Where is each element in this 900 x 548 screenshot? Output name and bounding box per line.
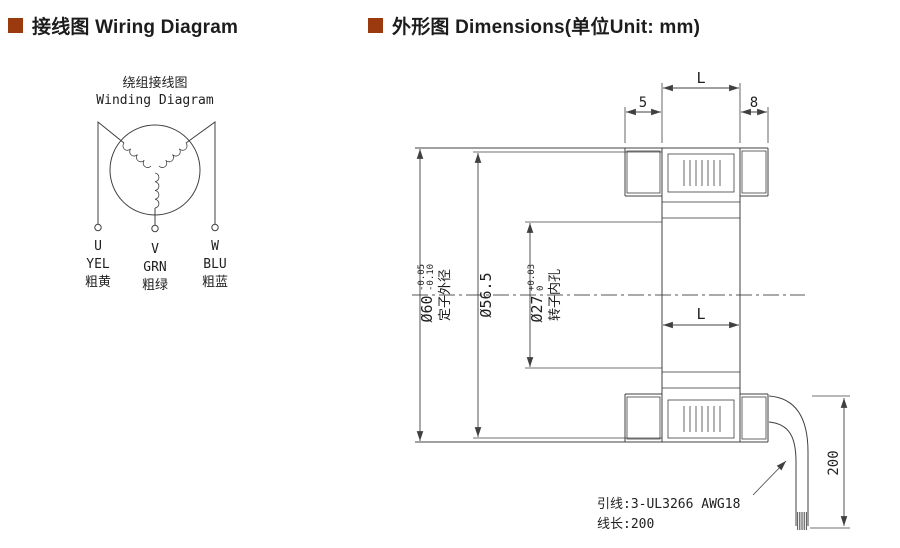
dim-stator-od-tol-lower: -0.10 — [426, 264, 436, 291]
dim-stator-od: Ø60 — [418, 295, 436, 322]
lead-lines — [97, 120, 216, 225]
winding-diagram: 绕组接线图 Winding Diagram U V W — [85, 75, 228, 293]
bearing-blocks — [626, 150, 767, 440]
magnet-strips — [661, 201, 741, 389]
stack-length-dimension: L — [663, 305, 739, 329]
dim-lead-length: 200 — [826, 450, 842, 475]
wire-w-color: BLU — [203, 257, 226, 272]
wiring-section-header: 接线图 Wiring Diagram — [8, 12, 238, 39]
dim-rotor-bore-label: 转子内孔 — [547, 269, 563, 321]
phase-w-label: W — [211, 239, 219, 254]
dim-rotor-bore-tol-lower: 0 — [536, 286, 546, 291]
stator-winding-top — [667, 153, 735, 193]
dim-rotor-bore-tol-upper: +0.03 — [527, 264, 537, 291]
dimensions-section-header: 外形图 Dimensions(单位Unit: mm) — [368, 12, 700, 39]
dim-bore-od: Ø56.5 — [477, 272, 495, 317]
top-dimensions: L 5 8 — [624, 69, 769, 143]
dim-stator-od-tol-upper: -0.05 — [417, 264, 427, 291]
lead-wire — [768, 395, 809, 530]
lead-note-line2: 线长:200 — [597, 517, 654, 532]
terminal-labels: U V W YEL GRN BLU 粗黄 粗绿 粗蓝 — [85, 239, 228, 293]
wire-v-color-cn: 粗绿 — [142, 278, 168, 293]
wire-w-color-cn: 粗蓝 — [202, 275, 228, 290]
phase-u-label: U — [94, 239, 102, 254]
phase-v-label: V — [151, 242, 159, 257]
winding-caption-cn: 绕组接线图 — [122, 75, 187, 91]
wire-u-color: YEL — [86, 257, 110, 272]
section-bullet-icon — [368, 18, 383, 33]
dimension-drawing: L 5 8 Ø60 -0.05 -0.10 定子外径 Ø56.5 — [412, 69, 850, 532]
wire-u-color-cn: 粗黄 — [85, 275, 111, 290]
diameter-dimensions: Ø60 -0.05 -0.10 定子外径 Ø56.5 Ø27 +0.03 0 — [416, 149, 662, 441]
terminal-dots — [94, 223, 219, 233]
lead-note: 引线:3-UL3266 AWG18 线长:200 — [597, 460, 787, 532]
dim-stack-length: L — [696, 305, 705, 323]
wiring-section-title: 接线图 Wiring Diagram — [32, 17, 239, 38]
lead-note-line1: 引线:3-UL3266 AWG18 — [597, 497, 740, 512]
dim-rotor-bore: Ø27 — [528, 295, 546, 322]
section-bullet-icon — [8, 18, 23, 33]
dimensions-section-title: 外形图 Dimensions(单位Unit: mm) — [392, 17, 701, 38]
coil-symbols — [122, 142, 188, 209]
dim-right-offset: 8 — [750, 95, 758, 111]
dim-left-offset: 5 — [639, 95, 647, 111]
winding-caption-en: Winding Diagram — [96, 93, 214, 108]
winding-circle — [109, 124, 201, 216]
dim-stator-od-label: 定子外径 — [438, 269, 453, 321]
object-lines — [415, 147, 769, 443]
stator-winding-bottom — [667, 399, 735, 439]
lead-length-dimension: 200 — [810, 395, 850, 529]
wire-v-color: GRN — [143, 260, 166, 275]
dim-top-length: L — [696, 69, 705, 87]
